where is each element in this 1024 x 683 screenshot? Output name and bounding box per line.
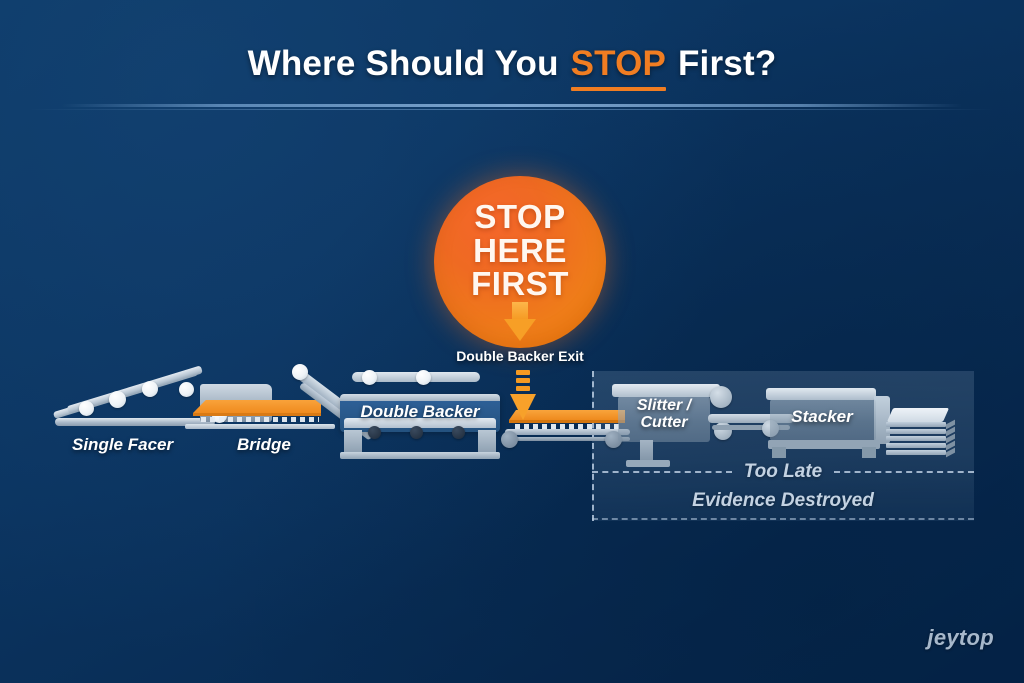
evidence-destroyed-text: Evidence Destroyed [692, 490, 874, 511]
stack-layer [886, 443, 946, 448]
slitter-output-belt-lower [712, 425, 790, 430]
dashed-line-left [592, 471, 732, 473]
roller-icon [410, 426, 423, 439]
roller-icon [710, 386, 732, 408]
title-divider-secondary [30, 109, 994, 110]
roller-icon [292, 364, 308, 380]
roller-icon [142, 381, 158, 397]
label-slitter-cutter: Slitter /Cutter [616, 397, 712, 432]
label-slitter-line1: Slitter / [636, 397, 692, 414]
slitter-top [612, 384, 720, 397]
too-late-headline: Too Late [743, 461, 823, 482]
stacker-leg-left [772, 447, 786, 458]
stop-line-2: HERE [473, 231, 567, 269]
slitter-leg [640, 440, 653, 466]
title-divider [62, 104, 962, 107]
stacker-top [766, 388, 876, 400]
slitter-body [618, 396, 710, 442]
double-backer-plate [344, 418, 496, 428]
title-block: Where Should You STOP First? [0, 44, 1024, 91]
roller-icon [452, 426, 465, 439]
machine-double-backer: Double Backer [340, 370, 510, 462]
arrow-head [510, 394, 536, 420]
roller-icon [109, 391, 126, 408]
bridge-board [185, 424, 335, 429]
slitter-output-belt [708, 414, 794, 423]
machine-bridge [185, 390, 335, 435]
too-late-zone-bottom-border [592, 518, 974, 520]
machine-slitter-cutter: Slitter /Cutter [612, 384, 794, 467]
dashed-line-right [834, 471, 974, 473]
arrow-dash [516, 370, 530, 375]
roller-icon [605, 431, 622, 448]
label-bridge: Bridge [237, 435, 291, 454]
bridge-flute-pattern [201, 417, 319, 422]
stacker-body [770, 399, 876, 441]
double-backer-base-bar [340, 452, 500, 459]
exit-belt [505, 429, 630, 435]
too-late-headline-row: Too Late [592, 461, 974, 482]
title-accent-stop: STOP [570, 44, 667, 91]
label-double-backer: Double Backer [360, 402, 480, 421]
exit-belt-lower [505, 437, 630, 441]
stacker-base [768, 440, 880, 449]
title-text-before: Where Should You [247, 44, 569, 83]
stack-layer [886, 436, 946, 441]
arrow-dash [516, 378, 530, 383]
exit-corrugated-sheet [509, 410, 625, 420]
label-single-facer: Single Facer [72, 435, 174, 454]
label-slitter-line2: Cutter [640, 413, 688, 431]
roller-icon [179, 382, 194, 397]
roller-icon [416, 370, 431, 385]
exit-sheet-edge [509, 420, 625, 423]
exit-flute-pattern [515, 424, 623, 429]
roller-icon [368, 426, 381, 439]
stop-line-1: STOP [474, 198, 566, 235]
double-backer-leg-right [478, 430, 496, 458]
double-backer-exit-label: Double Backer Exit [456, 348, 584, 364]
stack-layer [886, 429, 946, 434]
stack-layer [886, 450, 946, 455]
arrow-head [504, 319, 536, 341]
stack-top-sheet [886, 408, 950, 422]
roller-icon [79, 401, 94, 416]
arrow-shaft [512, 302, 528, 320]
stop-line-3: FIRST [471, 265, 569, 303]
brand-logo: jeytop [927, 625, 994, 650]
double-backer-body [340, 394, 500, 432]
finished-sheet-stack [886, 408, 956, 460]
roller-icon [362, 370, 377, 385]
machine-stacker: Stacker [766, 388, 894, 460]
page-title: Where Should You STOP First? [0, 44, 1024, 91]
double-backer-leg-left [344, 430, 362, 458]
bridge-sheet-edge [193, 413, 321, 416]
title-text-after: First? [668, 44, 777, 83]
stacker-leg-right [862, 447, 876, 458]
dashed-down-arrow-icon [510, 370, 536, 422]
bridge-corrugated-sheet [193, 400, 321, 413]
roller-icon [501, 431, 518, 448]
slitter-foot [626, 460, 670, 467]
stack-layer [886, 422, 946, 427]
single-facer-base [55, 418, 215, 426]
double-backer-exit-conveyor [501, 404, 630, 448]
label-stacker: Stacker [791, 407, 853, 426]
arrow-dash [516, 386, 530, 391]
